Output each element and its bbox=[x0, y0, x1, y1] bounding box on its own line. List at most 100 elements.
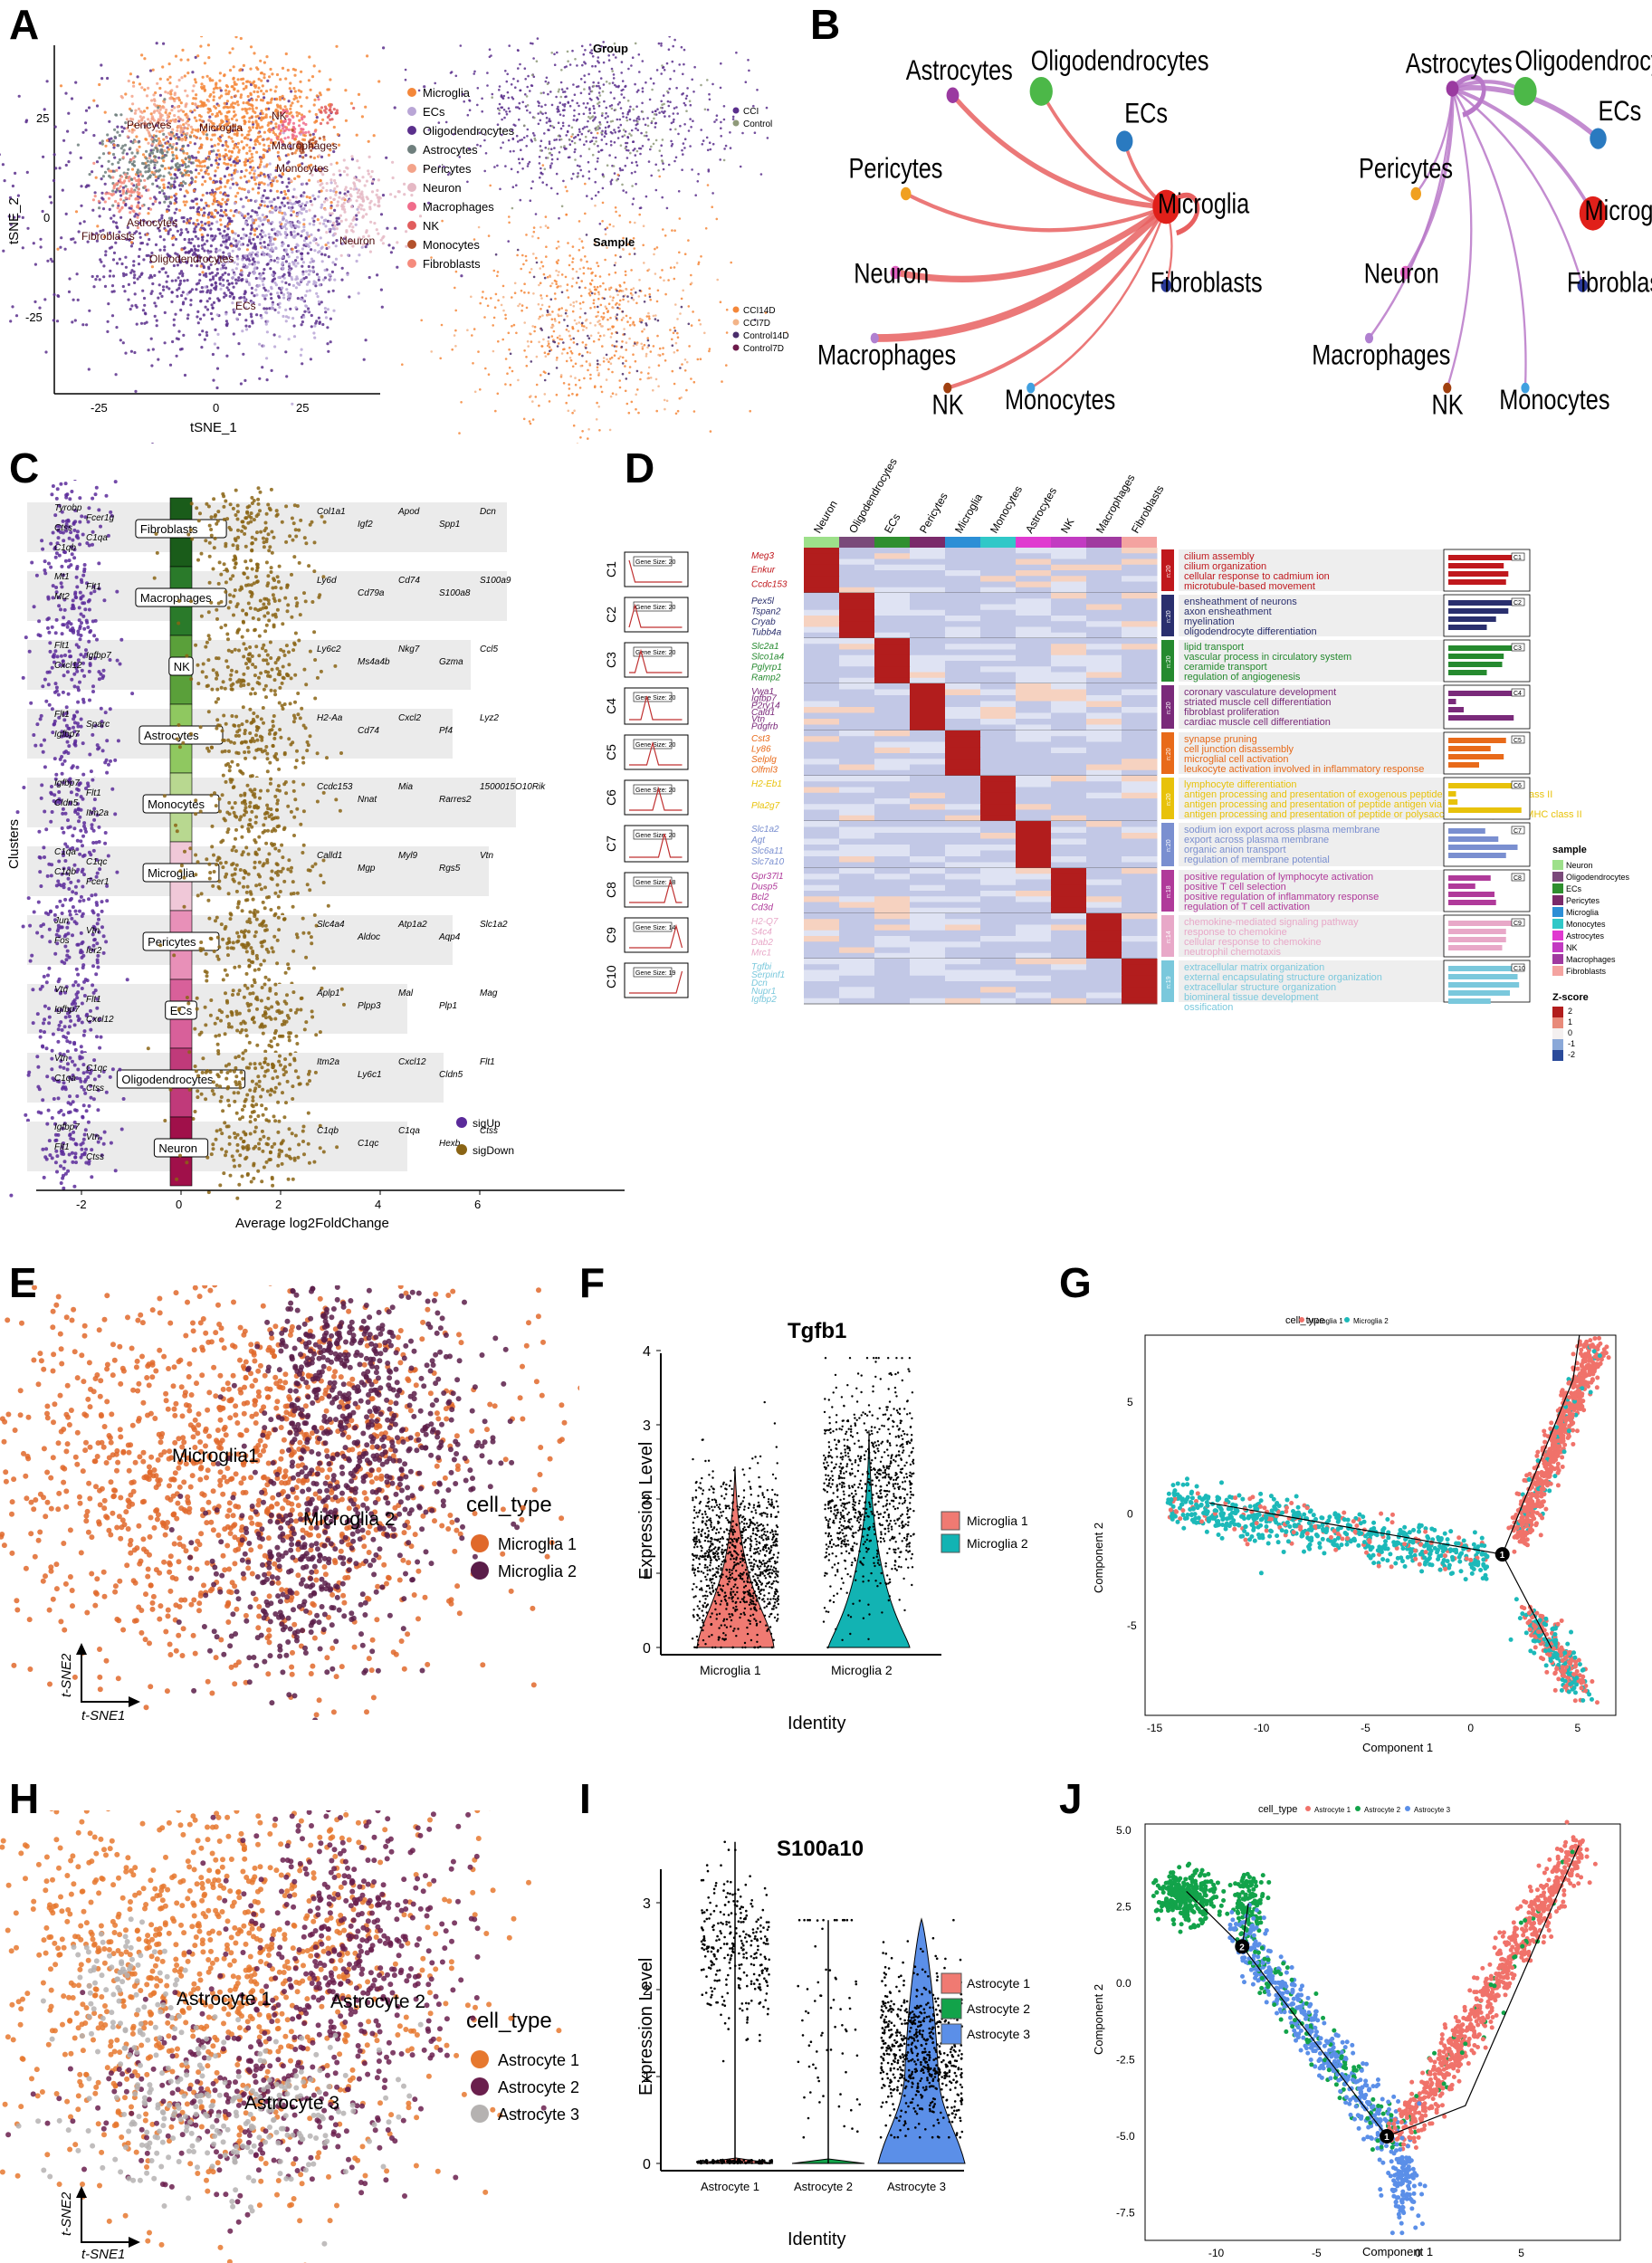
scatter-point bbox=[612, 53, 615, 56]
scatter-point bbox=[329, 206, 333, 210]
scatter-point bbox=[635, 149, 639, 153]
scatter-point bbox=[588, 43, 592, 46]
scatter-point bbox=[164, 91, 167, 94]
scatter-point bbox=[644, 294, 647, 297]
scatter-point bbox=[320, 110, 323, 114]
scatter-point bbox=[195, 119, 198, 122]
scatter-point bbox=[635, 183, 637, 186]
scatter-point bbox=[98, 215, 101, 218]
scatter-point bbox=[538, 101, 540, 105]
scatter-point bbox=[553, 63, 557, 66]
scatter-point bbox=[254, 276, 258, 281]
scatter-point bbox=[160, 148, 164, 151]
scatter-point bbox=[669, 128, 672, 131]
scatter-point bbox=[154, 197, 158, 201]
scatter-point bbox=[527, 291, 530, 294]
scatter-point bbox=[132, 84, 136, 88]
scatter-point bbox=[224, 148, 227, 152]
scatter-point bbox=[660, 72, 663, 75]
scatter-point bbox=[253, 263, 256, 266]
scatter-point bbox=[291, 152, 294, 156]
scatter-point bbox=[191, 89, 195, 93]
scatter-point bbox=[246, 137, 250, 140]
scatter-point bbox=[752, 104, 755, 108]
scatter-point bbox=[550, 103, 554, 107]
scatter-point bbox=[285, 288, 289, 291]
scatter-point bbox=[661, 160, 664, 163]
scatter-point bbox=[403, 182, 406, 186]
scatter-point bbox=[233, 132, 236, 136]
scatter-point bbox=[292, 97, 296, 101]
scatter-point bbox=[274, 122, 278, 126]
scatter-point bbox=[361, 243, 365, 246]
scatter-point bbox=[151, 117, 155, 120]
scatter-point bbox=[508, 366, 511, 369]
scatter-point bbox=[405, 230, 408, 234]
scatter-point bbox=[355, 133, 358, 137]
scatter-point bbox=[601, 173, 605, 176]
scatter-point bbox=[616, 331, 618, 335]
scatter-point bbox=[220, 134, 224, 138]
scatter-point bbox=[347, 253, 350, 257]
scatter-point bbox=[234, 181, 238, 185]
scatter-point bbox=[293, 127, 297, 131]
scatter-point bbox=[225, 324, 229, 328]
scatter-point bbox=[323, 268, 327, 272]
scatter-point bbox=[673, 277, 676, 281]
scatter-point bbox=[116, 206, 119, 210]
scatter-point bbox=[609, 336, 613, 339]
scatter-point bbox=[511, 186, 515, 188]
scatter-point bbox=[358, 203, 362, 206]
scatter-point bbox=[283, 119, 287, 122]
scatter-point bbox=[629, 105, 632, 109]
scatter-point bbox=[106, 76, 110, 81]
scatter-point bbox=[329, 181, 333, 185]
scatter-point bbox=[194, 97, 197, 100]
scatter-point bbox=[568, 104, 572, 108]
scatter-point bbox=[586, 260, 588, 263]
scatter-point bbox=[572, 172, 575, 176]
scatter-point bbox=[282, 211, 286, 215]
scatter-point bbox=[286, 168, 290, 172]
scatter-point bbox=[211, 112, 215, 116]
scatter-point bbox=[223, 210, 226, 214]
scatter-point bbox=[186, 94, 189, 98]
scatter-point bbox=[505, 112, 509, 116]
scatter-point bbox=[158, 229, 161, 233]
scatter-point bbox=[143, 121, 147, 125]
scatter-point bbox=[211, 352, 215, 357]
scatter-point bbox=[209, 263, 213, 267]
scatter-point bbox=[625, 191, 628, 194]
scatter-point bbox=[150, 290, 154, 293]
scatter-point bbox=[543, 378, 547, 382]
scatter-point bbox=[504, 358, 508, 360]
scatter-point bbox=[567, 242, 569, 244]
scatter-point bbox=[247, 179, 251, 183]
scatter-point bbox=[231, 129, 234, 132]
scatter-point bbox=[702, 139, 705, 142]
scatter-point bbox=[270, 307, 273, 310]
scatter-point bbox=[119, 180, 122, 184]
scatter-point bbox=[674, 303, 677, 306]
scatter-point bbox=[219, 243, 223, 247]
scatter-point bbox=[177, 276, 180, 280]
scatter-point bbox=[338, 169, 341, 173]
scatter-point bbox=[643, 262, 645, 264]
legend-item-neuron: Neuron bbox=[423, 181, 462, 195]
scatter-point bbox=[430, 256, 433, 259]
scatter-point bbox=[369, 175, 373, 178]
scatter-point bbox=[133, 350, 137, 355]
scatter-point bbox=[570, 352, 574, 355]
scatter-point bbox=[496, 392, 500, 396]
scatter-point bbox=[578, 138, 581, 141]
scatter-point bbox=[473, 238, 476, 241]
scatter-point bbox=[205, 274, 208, 278]
scatter-point bbox=[244, 220, 248, 224]
scatter-point bbox=[375, 193, 378, 196]
scatter-point bbox=[53, 292, 56, 297]
scatter-point bbox=[102, 235, 106, 239]
scatter-point bbox=[565, 309, 568, 312]
scatter-point bbox=[212, 180, 215, 185]
scatter-point bbox=[173, 211, 177, 215]
scatter-point bbox=[538, 404, 540, 407]
